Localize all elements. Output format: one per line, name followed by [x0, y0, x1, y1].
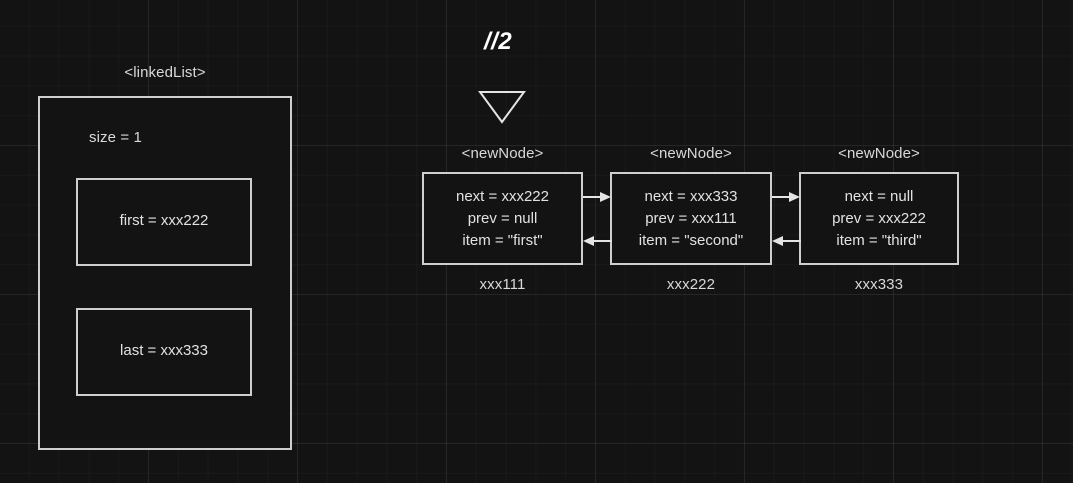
node-2-next: next = xxx333 — [644, 187, 738, 205]
node-1-label: <newNode> — [461, 145, 544, 162]
node-2-box: next = xxx333 prev = xxx111 item = "seco… — [610, 172, 772, 265]
linked-list-first-box: first = xxx222 — [76, 178, 252, 266]
node-2-address: xxx222 — [666, 276, 716, 293]
node-3-item: item = "third" — [836, 231, 922, 249]
node-2-item: item = "second" — [638, 231, 744, 249]
node-3-label: <newNode> — [838, 145, 920, 162]
node-1-address: xxx111 — [479, 276, 526, 293]
first-field: first = xxx222 — [119, 212, 209, 229]
next-arrow-node2-node3 — [772, 192, 800, 202]
node-1-box: next = xxx222 prev = null item = "first" — [422, 172, 583, 265]
node-3-box: next = null prev = xxx222 item = "third" — [799, 172, 959, 265]
linked-list-label: <linkedList> — [124, 64, 206, 81]
node-3-next: next = null — [844, 187, 914, 205]
linked-list-box: size = 1 first = xxx222 last = xxx333 — [38, 96, 292, 450]
node-2-prev: prev = xxx111 — [645, 209, 737, 227]
node-2-label: <newNode> — [650, 145, 732, 162]
last-field: last = xxx333 — [120, 342, 208, 359]
node-1-item: item = "first" — [462, 231, 543, 249]
next-arrow-node1-node2 — [583, 192, 611, 202]
triangle-down-icon — [478, 91, 526, 124]
node-1-next: next = xxx222 — [456, 187, 549, 205]
step-title: //2 — [484, 28, 513, 55]
node-1-prev: prev = null — [467, 209, 538, 227]
node-3-address: xxx333 — [854, 276, 904, 293]
node-3-prev: prev = xxx222 — [832, 209, 926, 227]
prev-arrow-node2-node1 — [583, 236, 612, 246]
linked-list-size: size = 1 — [89, 129, 142, 146]
prev-arrow-node3-node2 — [772, 236, 801, 246]
linked-list-last-box: last = xxx333 — [76, 308, 252, 396]
